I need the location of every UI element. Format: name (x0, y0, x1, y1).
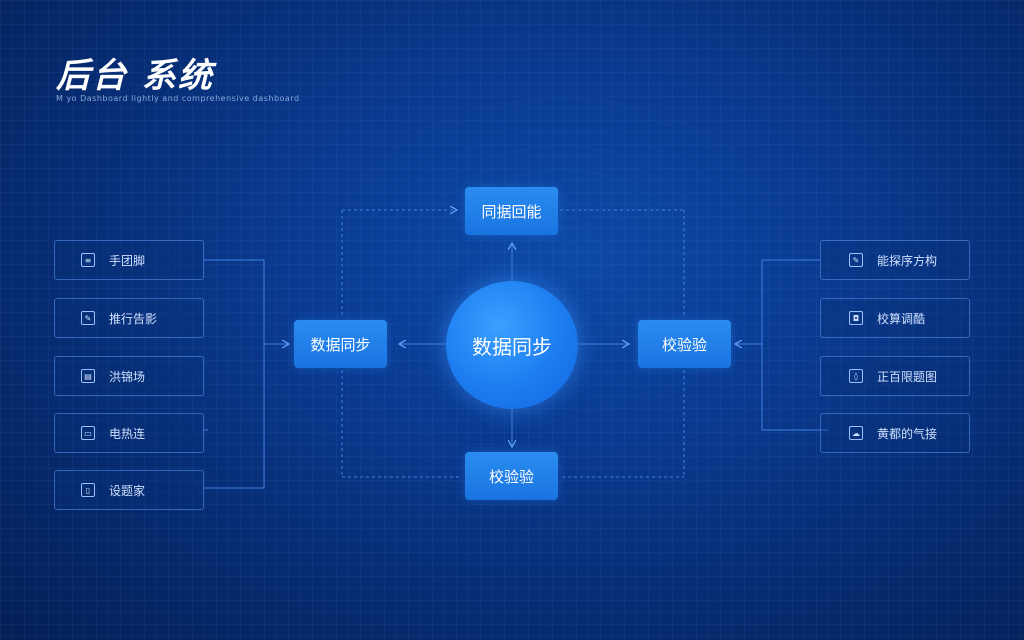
left-item-label: 洪锦场 (109, 369, 146, 384)
right-item-1[interactable]: ✎ 能探序方构 (820, 240, 970, 280)
right-item-2[interactable]: ◘ 校算调酷 (820, 298, 970, 338)
page-title: 后台 系统 (56, 56, 214, 96)
right-item-label: 校算调酷 (877, 311, 926, 326)
lock-icon: ◘ (849, 311, 863, 325)
left-item-label: 推行告影 (109, 311, 158, 326)
right-item-label: 正百限题图 (877, 369, 938, 384)
chat-icon: ▭ (81, 426, 95, 440)
page-subtitle: M yo Dashboard lightly and comprehensive… (56, 94, 300, 103)
table-icon: ▤ (81, 369, 95, 383)
right-item-4[interactable]: ☁ 黄都的气接 (820, 413, 970, 453)
node-left[interactable]: 数据同步 (294, 320, 387, 368)
left-item-5[interactable]: ▯ 设题家 (54, 470, 204, 510)
left-item-label: 电热连 (109, 426, 146, 441)
left-item-label: 设题家 (109, 483, 146, 498)
center-node[interactable]: 数据同步 (446, 281, 578, 409)
right-item-label: 黄都的气接 (877, 426, 938, 441)
shield-icon: ◊ (849, 369, 863, 383)
node-right[interactable]: 校验验 (638, 320, 731, 368)
right-item-label: 能探序方构 (877, 253, 938, 268)
left-item-3[interactable]: ▤ 洪锦场 (54, 356, 204, 396)
document-icon: ≡ (81, 253, 95, 267)
cloud-icon: ☁ (849, 426, 863, 440)
left-item-label: 手团脚 (109, 253, 146, 268)
edit-icon: ✎ (849, 253, 863, 267)
node-top[interactable]: 同据回能 (465, 187, 558, 235)
edit-icon: ✎ (81, 311, 95, 325)
left-item-1[interactable]: ≡ 手团脚 (54, 240, 204, 280)
node-bottom[interactable]: 校验验 (465, 452, 558, 500)
left-item-4[interactable]: ▭ 电热连 (54, 413, 204, 453)
right-item-3[interactable]: ◊ 正百限题图 (820, 356, 970, 396)
file-icon: ▯ (81, 483, 95, 497)
left-item-2[interactable]: ✎ 推行告影 (54, 298, 204, 338)
